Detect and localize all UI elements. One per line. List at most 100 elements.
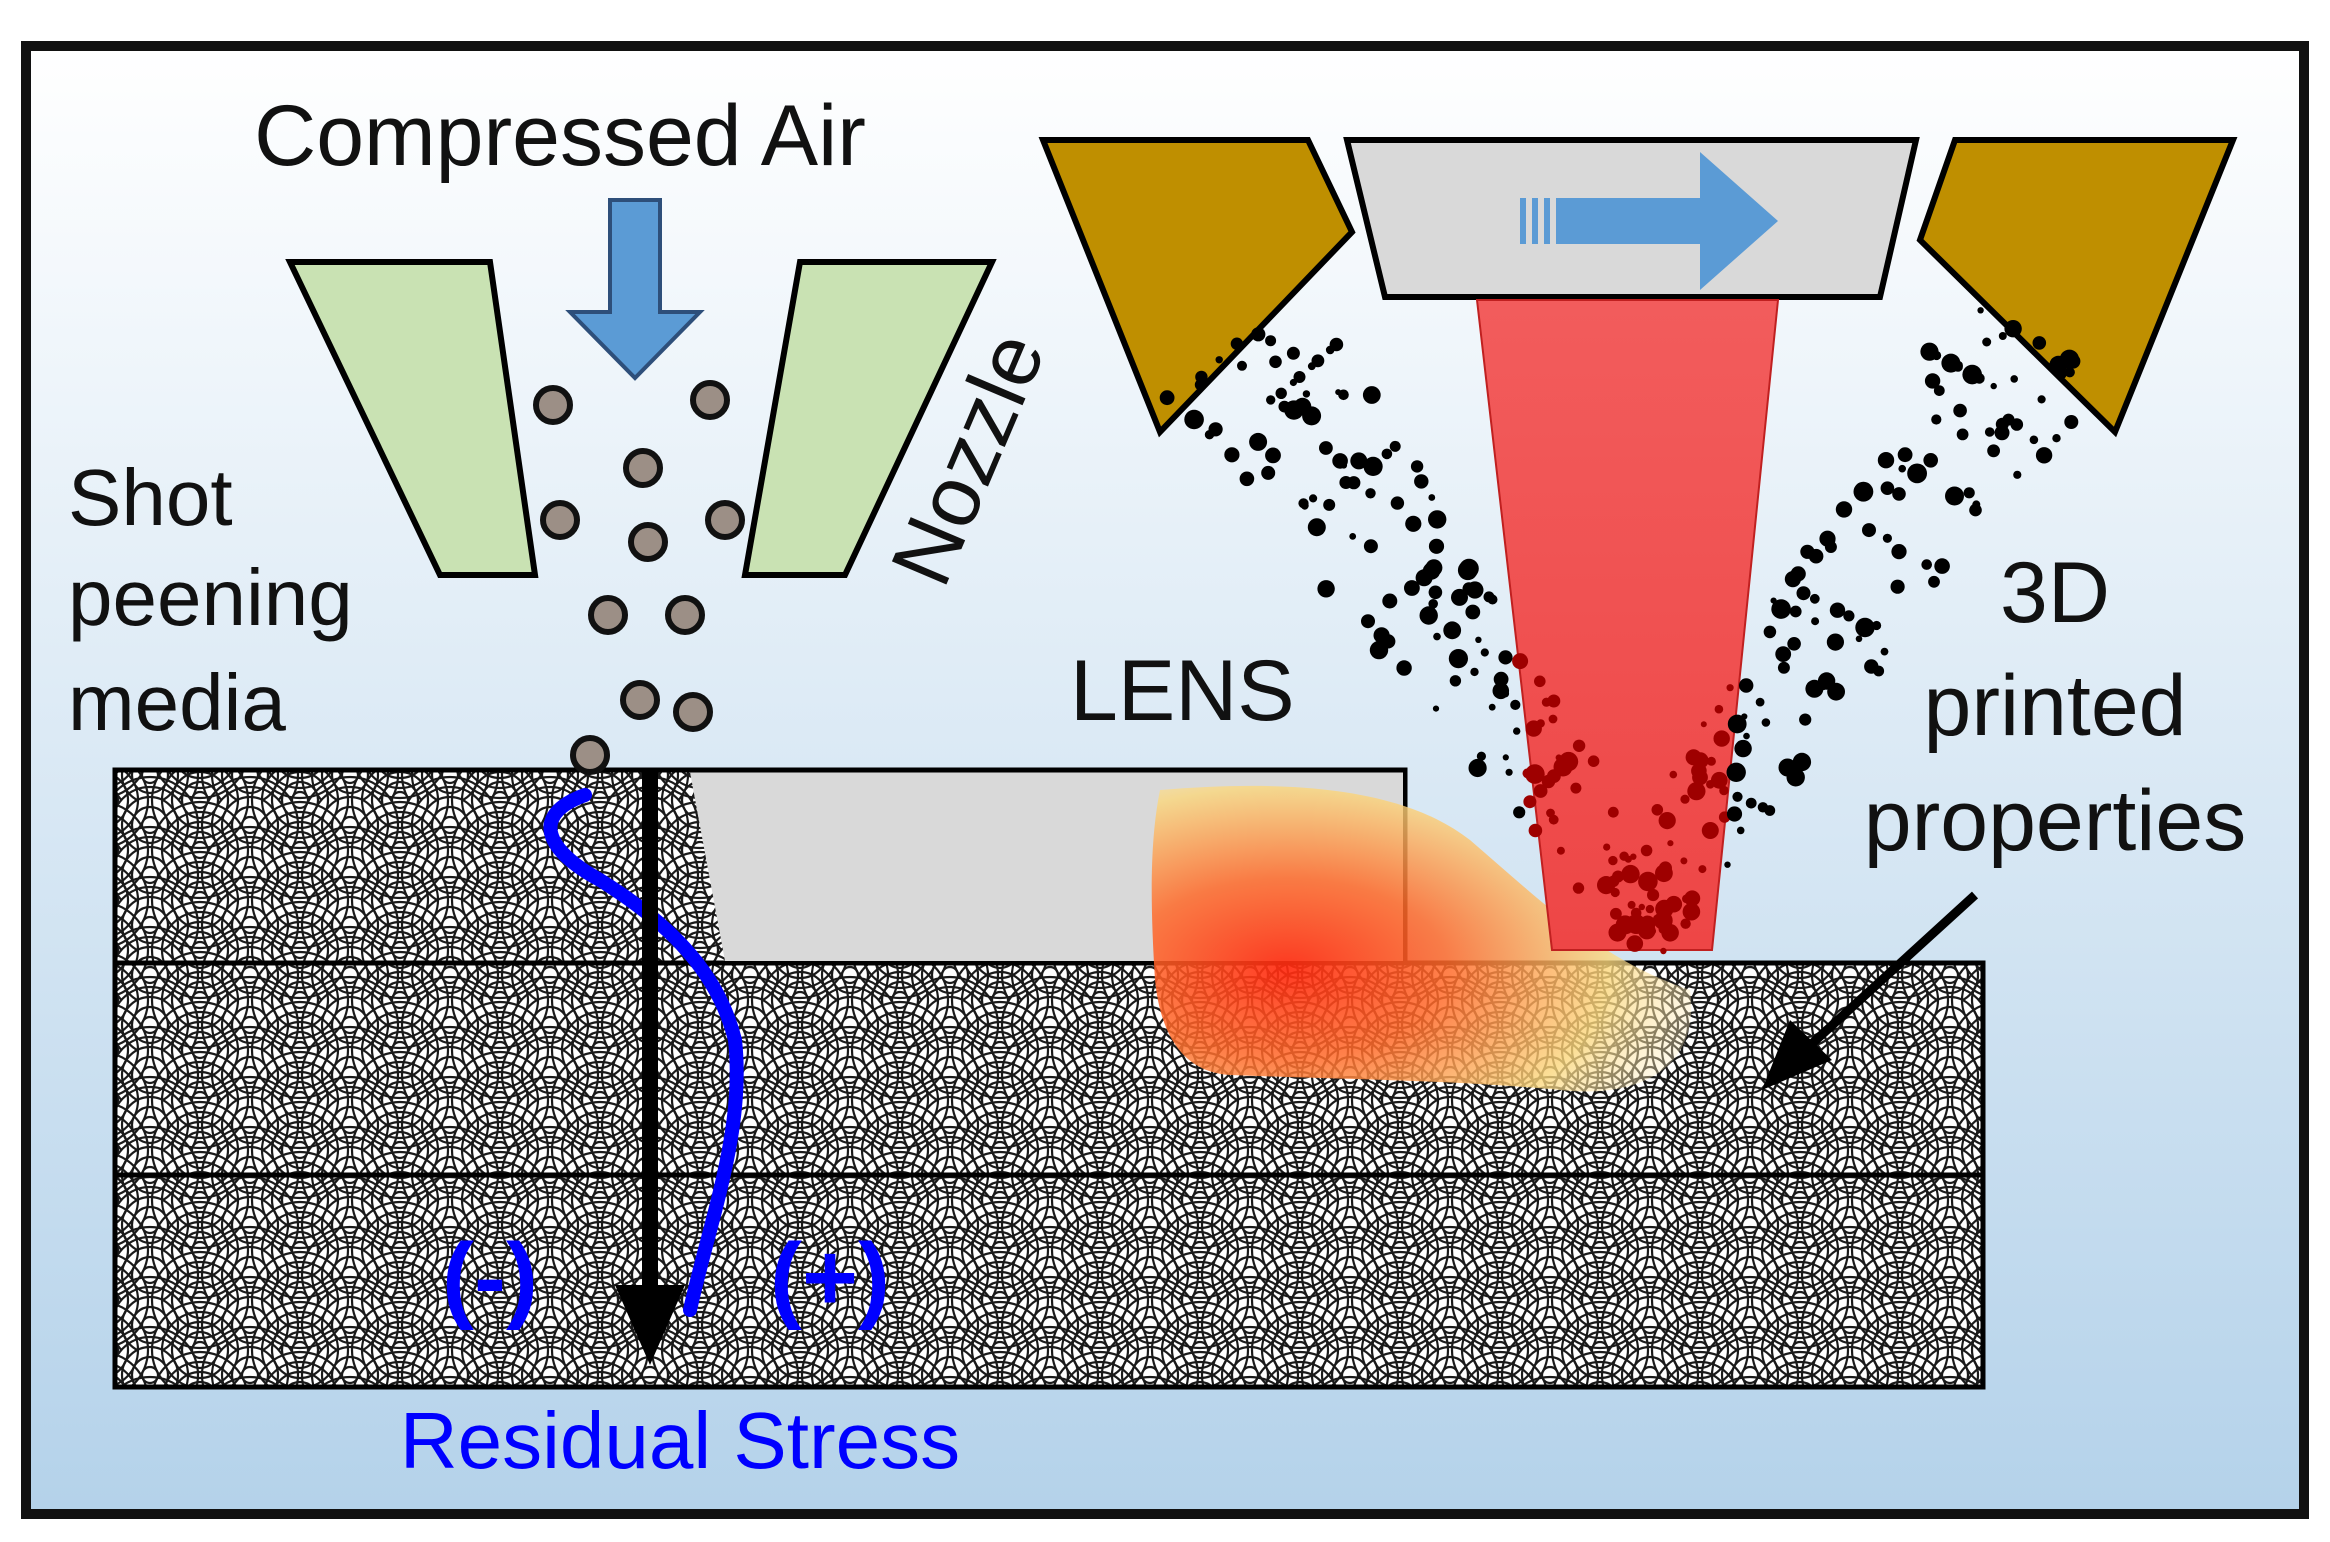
powder-particle [1924,373,1941,389]
powder-particle [1880,481,1895,496]
powder-particle [1777,661,1790,674]
powder-particle [1809,593,1820,604]
powder-particle [1445,624,1459,639]
powder-particle [1692,769,1708,786]
powder-particle [1428,494,1436,501]
powder-particle [1726,684,1734,692]
powder-particle [1302,390,1311,398]
shot-media-label-line1: Shot [68,453,233,542]
powder-particle [1405,515,1422,532]
powder-particle [1325,345,1335,355]
powder-particle [1627,900,1636,909]
powder-particle [1734,739,1752,758]
powder-particle [1468,758,1487,778]
powder-particle [1658,812,1676,830]
powder-particle [1428,585,1443,600]
powder-particle [1373,627,1390,644]
powder-particle [1645,904,1655,914]
powder-particle [1512,653,1529,670]
shot-ball [690,380,730,420]
powder-particle [1873,665,1885,677]
shot-ball [623,448,663,488]
powder-particle [1969,503,1982,517]
powder-particle [1805,679,1824,698]
shot-media [533,380,745,775]
powder-particle [1931,414,1942,425]
powder-particle [1890,579,1905,594]
powder-particle [1365,488,1376,499]
shot-ball [665,595,705,635]
printed-properties-label-line3: properties [1864,773,2246,869]
nozzle-right [741,259,997,578]
powder-particle [1319,441,1333,455]
powder-particle [1249,432,1268,451]
powder-particle [1432,705,1440,712]
powder-particle [1390,496,1405,510]
powder-particle [2010,375,2018,383]
powder-particle [1261,465,1276,480]
powder-particle [1607,806,1619,818]
powder-particle [1493,671,1509,687]
powder-particle [1835,501,1853,518]
powder-particle [1877,452,1895,469]
powder-particle [1265,447,1281,464]
powder-particle [1745,797,1757,809]
powder-particle [1862,523,1876,538]
powder-particle [1763,625,1777,639]
powder-particle [1608,855,1618,866]
powder-particle [1638,903,1646,911]
powder-particle [1990,382,1997,390]
powder-particle [1984,427,1995,437]
powder-particle [1338,389,1349,401]
powder-particle [1546,808,1555,818]
powder-particle [2029,435,2039,445]
powder-particle [1639,915,1656,932]
powder-particle [1928,575,1940,588]
substrate [112,767,1986,1390]
properties-pointer-arrow [1762,891,1979,1090]
powder-particle [1789,605,1802,618]
powder-particle [1541,697,1551,707]
powder-particle [1396,660,1412,676]
powder-particle [1921,559,1932,570]
powder-particle [1382,593,1398,609]
shot-ball [673,692,713,732]
powder-particle [1459,558,1479,579]
powder-particle [1891,544,1907,560]
powder-particle [1920,342,1939,361]
powder-particle [1523,795,1537,809]
powder-particle [1572,882,1585,894]
melt-pool [1151,785,1692,1092]
powder-particle [1428,538,1445,554]
powder-particle [1433,632,1441,641]
powder-particle [1799,713,1812,726]
travel-direction-arrow [1520,152,1778,290]
shot-peening-nozzle [285,259,997,578]
powder-particle [1351,454,1364,467]
powder-particle [1977,307,1984,314]
powder-particle [1933,385,1945,396]
powder-particle [1624,855,1632,863]
powder-particle [1790,566,1806,582]
shot-ball [540,500,580,540]
powder-particle [1309,494,1318,503]
powder-particle [1363,539,1378,554]
powder-particle [2035,447,2053,464]
powder-particle [1727,714,1747,734]
powder-particle [1505,768,1513,776]
powder-particle [2013,470,2022,479]
powder-particle [1827,682,1845,701]
powder-particle [1239,471,1255,487]
shot-ball [628,522,668,562]
powder-particle [1513,727,1521,735]
powder-particle [1787,637,1801,651]
powder-particle [1855,635,1863,643]
powder-particle [1415,569,1433,587]
lens-deposition-head [1038,137,2238,438]
powder-particle [1224,447,1240,463]
powder-particle [1363,456,1383,476]
residual-stress-curve [543,788,744,1317]
powder-particle [1855,617,1875,638]
powder-particle [1726,762,1746,782]
powder-particle [1502,754,1509,761]
